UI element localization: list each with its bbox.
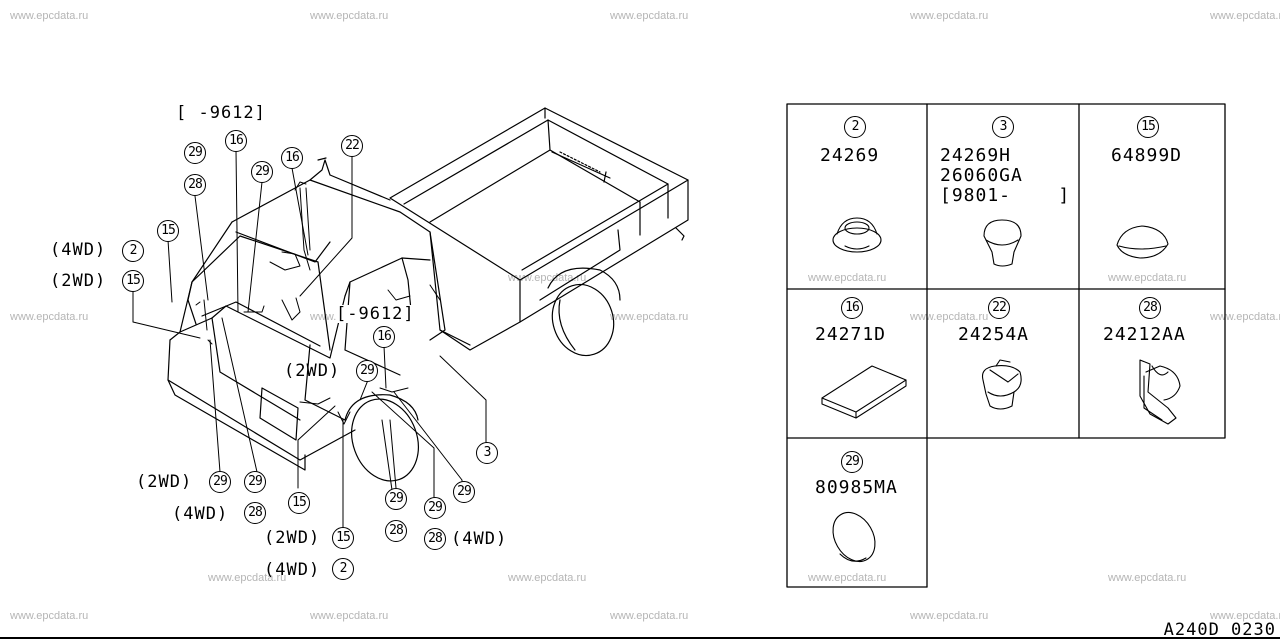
callout-29[interactable]: 29 [424, 497, 446, 519]
part-number: 24212AA [1103, 324, 1186, 345]
callout-28[interactable]: 28 [385, 520, 407, 542]
cargo-bed [389, 107, 689, 351]
grommet-3-sketch [983, 219, 1022, 267]
watermark: www.epcdata.ru [610, 610, 689, 622]
part-ref-circle: 22 [988, 297, 1010, 319]
cab [167, 157, 471, 471]
date-bracket-mid: [-9612] [336, 304, 415, 324]
callout-16[interactable]: 16 [225, 130, 247, 152]
label-4wd: (4WD) [451, 529, 508, 549]
part-number: 24271D [815, 324, 887, 345]
watermark: www.epcdata.ru [910, 10, 989, 22]
callout-15[interactable]: 15 [157, 220, 179, 242]
watermark: www.epcdata.ru [310, 610, 389, 622]
clip-28-sketch [1139, 359, 1181, 425]
grommet-2-sketch [832, 217, 882, 253]
label-2wd: (2WD) [264, 528, 321, 548]
callout-28[interactable]: 28 [244, 502, 266, 524]
part-number: 24254A [958, 324, 1030, 345]
rear-wheel [547, 267, 621, 357]
watermark: www.epcdata.ru [1108, 272, 1187, 284]
callout-29[interactable]: 29 [453, 481, 475, 503]
watermark: www.epcdata.ru [10, 311, 89, 323]
harness-details [195, 181, 441, 425]
front-wheel [344, 394, 419, 482]
label-4wd: (4WD) [264, 560, 321, 580]
watermark: www.epcdata.ru [610, 10, 689, 22]
callout-16[interactable]: 16 [373, 326, 395, 348]
callout-15[interactable]: 15 [288, 492, 310, 514]
part-number: 24269H [940, 145, 1012, 166]
callout-15[interactable]: 15 [332, 527, 354, 549]
callout-2[interactable]: 2 [332, 558, 354, 580]
callout-22[interactable]: 22 [341, 135, 363, 157]
callout-29[interactable]: 29 [184, 142, 206, 164]
label-2wd: (2WD) [50, 271, 107, 291]
part-number: 64899D [1111, 145, 1183, 166]
date-range: [9801- ] [940, 185, 1071, 206]
leader-lines [132, 149, 487, 531]
part-ref-circle: 15 [1137, 116, 1159, 138]
callout-29[interactable]: 29 [244, 471, 266, 493]
bottom-rule [0, 637, 1280, 639]
part-ref-circle: 2 [844, 116, 866, 138]
watermark: www.epcdata.ru [1108, 572, 1187, 584]
part-ref-circle: 3 [992, 116, 1014, 138]
pad-16-sketch [821, 365, 907, 419]
part-ref-circle: 16 [841, 297, 863, 319]
parts-table-grid [786, 103, 1226, 588]
part-number: 80985MA [815, 477, 898, 498]
watermark: www.epcdata.ru [910, 610, 989, 622]
label-4wd: (4WD) [172, 504, 229, 524]
plug-15-sketch [1116, 225, 1169, 259]
watermark: www.epcdata.ru [10, 610, 89, 622]
watermark: www.epcdata.ru [1210, 10, 1280, 22]
label-2wd: (2WD) [136, 472, 193, 492]
callout-2[interactable]: 2 [122, 240, 144, 262]
watermark: www.epcdata.ru [208, 572, 287, 584]
callout-29[interactable]: 29 [385, 488, 407, 510]
diagram-reference-code: A240D 0230 [1163, 620, 1276, 640]
part-number: 24269 [820, 145, 880, 166]
watermark: www.epcdata.ru [610, 311, 689, 323]
callout-28[interactable]: 28 [184, 174, 206, 196]
clip-22-sketch [981, 359, 1022, 410]
callout-29[interactable]: 29 [209, 471, 231, 493]
callout-3[interactable]: 3 [476, 442, 498, 464]
watermark: www.epcdata.ru [808, 272, 887, 284]
watermark: www.epcdata.ru [1210, 311, 1280, 323]
watermark: www.epcdata.ru [508, 572, 587, 584]
part-number: 26060GA [940, 165, 1023, 186]
callout-29[interactable]: 29 [251, 161, 273, 183]
callout-28[interactable]: 28 [424, 528, 446, 550]
label-2wd: (2WD) [284, 361, 341, 381]
callout-29[interactable]: 29 [356, 360, 378, 382]
watermark: www.epcdata.ru [808, 572, 887, 584]
part-ref-circle: 29 [841, 451, 863, 473]
callout-16[interactable]: 16 [281, 147, 303, 169]
watermark: www.epcdata.ru [10, 10, 89, 22]
label-4wd: (4WD) [50, 240, 107, 260]
callout-15[interactable]: 15 [122, 270, 144, 292]
watermark: www.epcdata.ru [1210, 610, 1280, 622]
plug-29-sketch [832, 512, 876, 562]
part-ref-circle: 28 [1139, 297, 1161, 319]
watermark: www.epcdata.ru [310, 10, 389, 22]
watermark: www.epcdata.ru [910, 311, 989, 323]
date-bracket-top: [ -9612] [176, 103, 266, 123]
